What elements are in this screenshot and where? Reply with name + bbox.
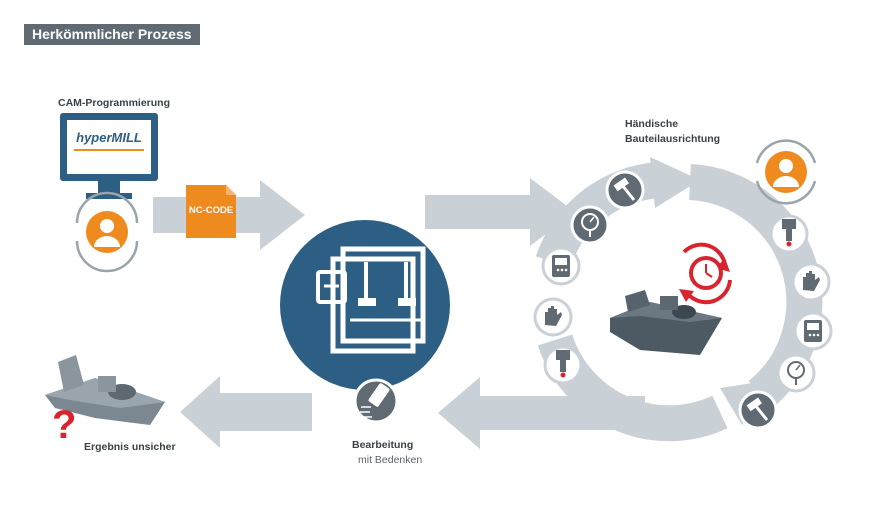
control-panel-icon-right <box>793 311 833 351</box>
hypermill-logo: hyperMILL <box>76 130 142 145</box>
result-workpiece-icon <box>45 355 165 425</box>
monitor-icon <box>60 113 158 199</box>
page-title: Herkömmlicher Prozess <box>24 24 200 45</box>
hammer-icon <box>605 170 645 210</box>
hammer-icon-right <box>738 390 778 430</box>
alignment-label-line1: Händische <box>625 118 679 130</box>
probe-icon <box>543 345 583 385</box>
logo-underline <box>74 149 144 151</box>
nc-code-label: NC-CODE <box>188 205 234 216</box>
arrow-to-result <box>180 376 312 448</box>
arrow-from-alignment <box>438 377 645 449</box>
operator-icon-alignment <box>755 139 817 205</box>
control-panel-icon <box>541 246 581 286</box>
probe-icon-right <box>769 214 809 254</box>
machining-sublabel: mit Bedenken <box>358 454 423 466</box>
milling-tool-icon <box>353 378 399 424</box>
clock-cycle-icon <box>679 242 732 305</box>
gauge-icon-right <box>776 353 816 393</box>
operator-icon-cam <box>75 191 139 273</box>
hand-icon <box>533 297 573 337</box>
result-label: Ergebnis unsicher <box>84 441 176 453</box>
machining-label: Bearbeitung <box>352 439 414 451</box>
question-mark-icon: ? <box>52 403 76 447</box>
hand-icon-right <box>791 262 831 302</box>
alignment-label-line2: Bauteilausrichtung <box>625 133 721 145</box>
cam-label: CAM-Programmierung <box>58 97 171 109</box>
nc-code-document-icon <box>186 185 236 238</box>
arrow-to-alignment <box>425 178 575 246</box>
gauge-icon <box>570 205 610 245</box>
machine-tool-icon <box>280 220 450 390</box>
